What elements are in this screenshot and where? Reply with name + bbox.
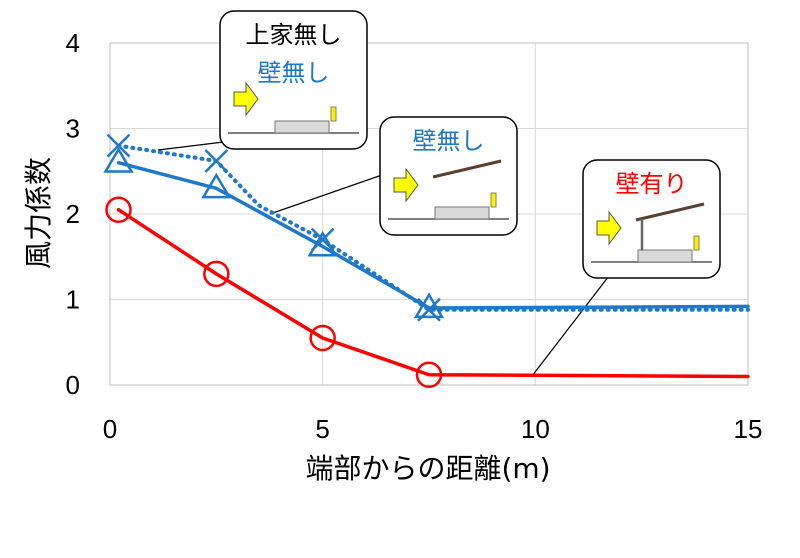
triangle-marker — [307, 230, 338, 257]
y-tick-label: 4 — [66, 28, 80, 58]
callout-title: 壁無し — [413, 127, 485, 155]
figure-icon — [490, 192, 497, 208]
callout-title: 壁有り — [616, 170, 688, 198]
x-marker — [204, 149, 229, 173]
y-axis-title: 風力係数 — [22, 157, 55, 269]
callout-title: 壁無し — [258, 59, 330, 87]
callout-box: 壁有り — [582, 159, 721, 279]
callout-box: 壁無し — [379, 116, 518, 236]
callout-frame — [379, 116, 518, 236]
y-tick-label: 0 — [66, 370, 80, 400]
callout-leader-line — [269, 174, 383, 215]
series-group — [103, 133, 750, 388]
figure-icon — [330, 106, 337, 122]
wind-arrow-icon — [393, 167, 419, 203]
series-line-0 — [116, 143, 750, 312]
x-tick-label: 10 — [521, 414, 550, 444]
circle-marker — [203, 260, 230, 288]
x-axis-title: 端部からの距離(m) — [305, 452, 550, 485]
wind-arrow-icon — [233, 81, 259, 117]
x-tick-label: 0 — [103, 414, 117, 444]
y-tick-label: 1 — [66, 285, 80, 315]
x-tick-label: 5 — [315, 414, 329, 444]
series-line-1 — [116, 160, 750, 310]
grid — [109, 42, 749, 386]
figure-icon — [693, 235, 700, 251]
callout-title: 上家無し — [246, 21, 342, 49]
x-tick-label: 15 — [734, 414, 763, 444]
plot-frame — [109, 42, 749, 386]
tick-labels: 0 5 10 15 0 1 2 3 4 — [66, 28, 763, 444]
circle-marker — [105, 196, 132, 223]
x-marker — [106, 133, 131, 158]
roof-icon — [635, 202, 705, 222]
platform-icon — [434, 206, 490, 220]
roof-icon — [432, 159, 502, 179]
callout-frame — [582, 159, 721, 279]
triangle-marker — [413, 292, 445, 319]
callout-frame — [219, 10, 368, 150]
y-tick-label: 2 — [66, 199, 80, 229]
triangle-marker — [103, 147, 134, 173]
y-tick-label: 3 — [66, 114, 80, 144]
platform-icon — [637, 249, 693, 263]
wind-arrow-icon — [596, 210, 622, 246]
circle-marker — [415, 361, 443, 388]
series-line-2 — [116, 207, 750, 379]
platform-icon — [274, 120, 330, 134]
circle-marker — [309, 324, 336, 352]
callout-leader-line — [531, 271, 613, 377]
triangle-marker — [201, 172, 232, 199]
